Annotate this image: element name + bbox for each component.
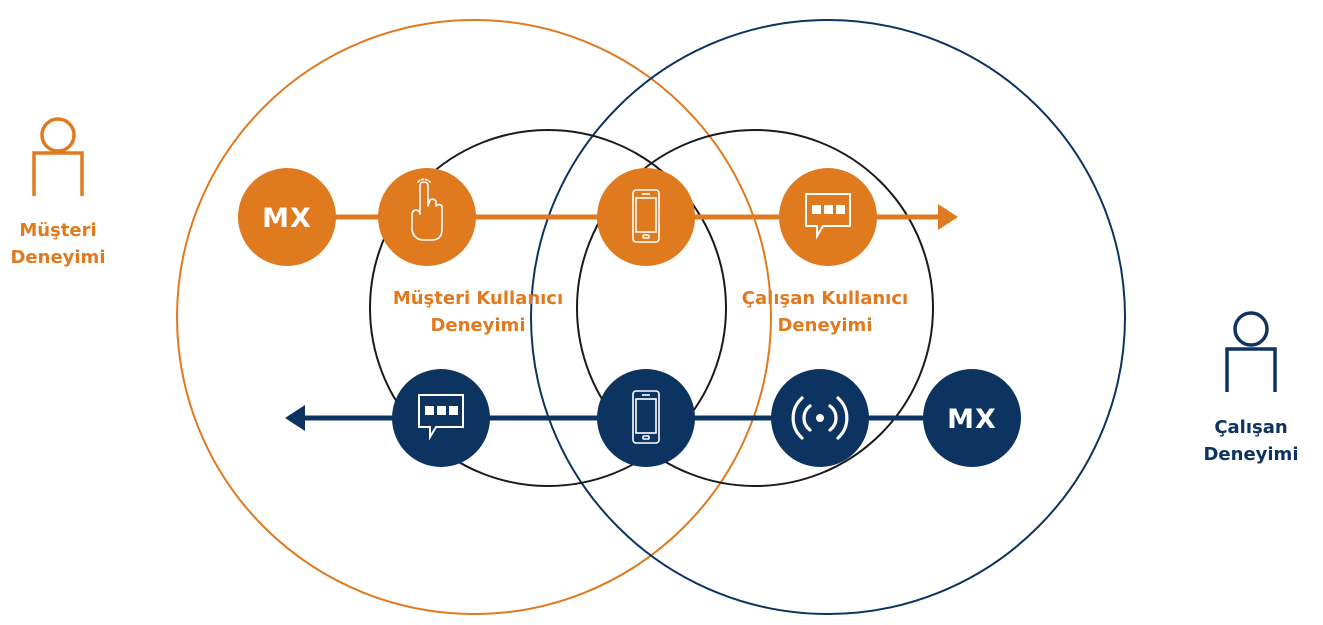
employee-experience-circle bbox=[530, 19, 1126, 615]
top-node-chat bbox=[779, 168, 877, 266]
left-persona-line2: Deneyimi bbox=[10, 247, 105, 268]
chat-bubble-icon bbox=[805, 193, 851, 240]
broadcast-signal-icon bbox=[791, 396, 849, 440]
top-flow: MX bbox=[238, 168, 958, 266]
bottom-flow-arrowhead bbox=[285, 405, 305, 431]
smartphone-icon bbox=[632, 390, 660, 444]
smartphone-icon bbox=[632, 189, 660, 243]
inner-left-label-line2: Deneyimi bbox=[430, 315, 525, 336]
person-icon bbox=[32, 117, 84, 196]
employee-user-experience-circle bbox=[576, 129, 934, 487]
person-icon bbox=[1225, 311, 1277, 392]
inner-left-label: Müşteri Kullanıcı Deneyimi bbox=[393, 288, 563, 336]
right-persona-line2: Deneyimi bbox=[1203, 444, 1298, 465]
top-node-mx: MX bbox=[238, 168, 336, 266]
customer-experience-circle bbox=[176, 19, 772, 615]
bottom-node-mx: MX bbox=[923, 369, 1021, 467]
right-persona: Çalışan Deneyimi bbox=[1203, 311, 1299, 465]
top-flow-arrowhead bbox=[938, 204, 958, 230]
inner-right-label-line2: Deneyimi bbox=[777, 315, 872, 336]
inner-left-label-line1: Müşteri Kullanıcı bbox=[393, 288, 563, 309]
left-persona-line1: Müşteri bbox=[19, 220, 96, 241]
bottom-node-mx-label: MX bbox=[947, 404, 997, 435]
inner-right-label: Çalışan Kullanıcı Deneyimi bbox=[742, 288, 908, 336]
bottom-node-phone bbox=[597, 369, 695, 467]
chat-bubble-icon bbox=[418, 394, 464, 441]
top-node-touch bbox=[378, 168, 476, 266]
left-persona: Müşteri Deneyimi bbox=[10, 117, 106, 268]
bottom-node-chat bbox=[392, 369, 490, 467]
bottom-flow: MX bbox=[285, 369, 1021, 467]
inner-right-label-line1: Çalışan Kullanıcı bbox=[742, 288, 908, 309]
bottom-node-signal bbox=[771, 369, 869, 467]
top-node-phone bbox=[597, 168, 695, 266]
top-node-mx-label: MX bbox=[262, 203, 312, 234]
touch-hand-icon bbox=[411, 178, 443, 241]
customer-user-experience-circle bbox=[369, 129, 727, 487]
right-persona-line1: Çalışan bbox=[1214, 417, 1287, 438]
